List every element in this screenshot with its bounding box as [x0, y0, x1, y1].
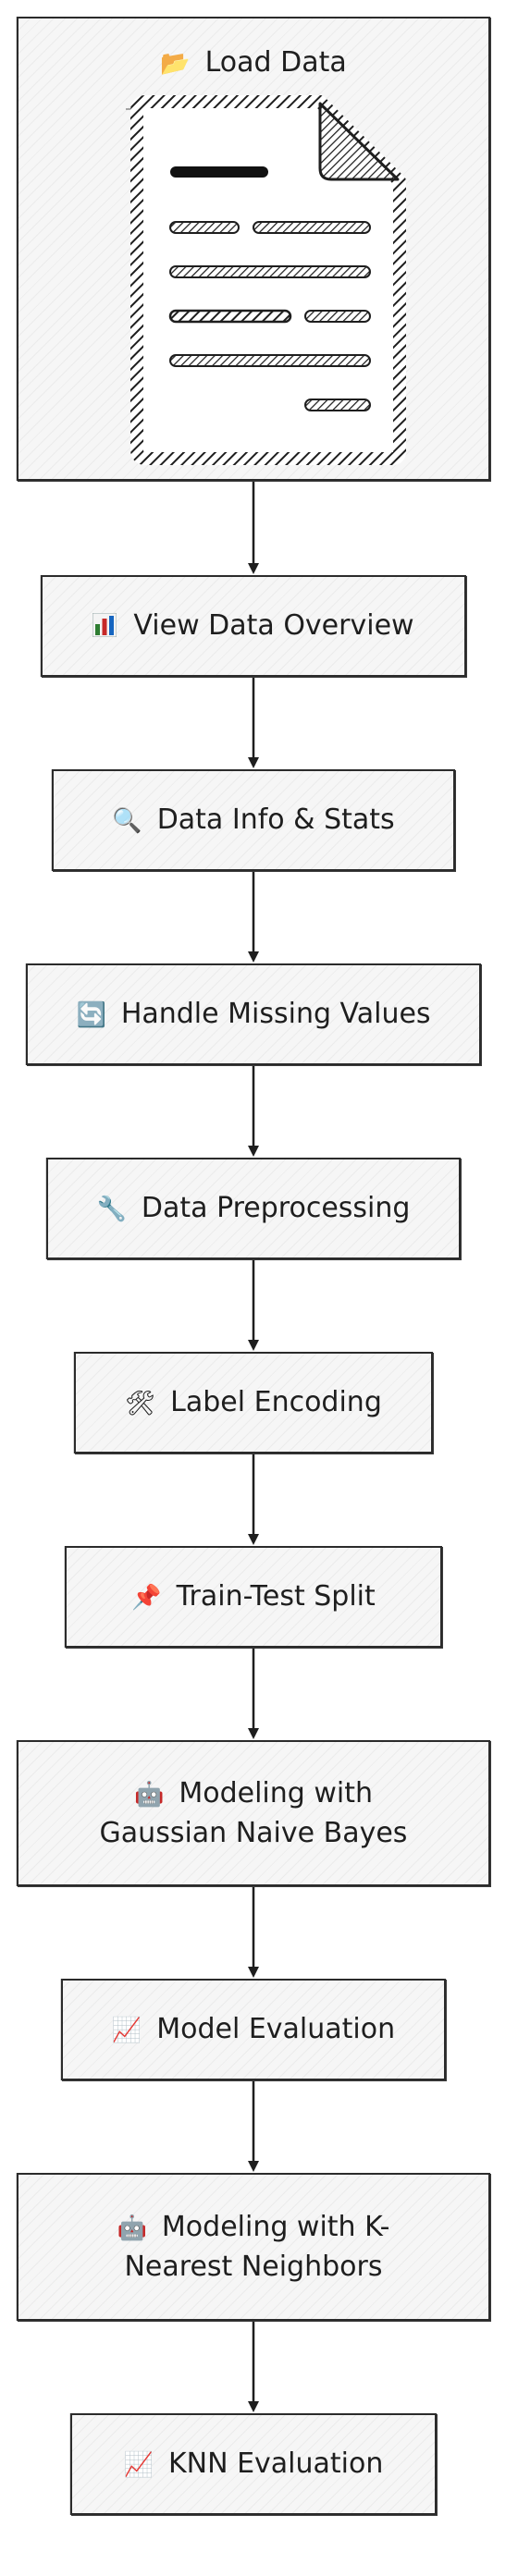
- folder-icon: 📂: [160, 50, 191, 78]
- step-modeling-knn: 🤖 Modeling with K- Nearest Neighbors: [17, 2173, 490, 2321]
- magnifier-icon: 🔍: [112, 807, 142, 836]
- step-label: Train-Test Split: [176, 1580, 376, 1613]
- step-label: Load Data: [204, 46, 347, 79]
- robot-icon: 🤖: [117, 2214, 147, 2242]
- tools-icon: 🛠: [125, 1390, 156, 1418]
- line-chart-icon: 📈: [123, 2451, 154, 2480]
- robot-icon: 🤖: [133, 1780, 165, 1809]
- step-label: KNN Evaluation: [167, 2447, 384, 2481]
- step-label-encoding: 🛠 Label Encoding: [74, 1352, 433, 1454]
- pin-icon: 📌: [131, 1584, 162, 1613]
- step-label: View Data Overview: [133, 609, 414, 643]
- step-label: Handle Missing Values: [120, 998, 431, 1031]
- step-data-preprocessing: 🔧 Data Preprocessing: [46, 1158, 461, 1259]
- step-train-test-split: 📌 Train-Test Split: [65, 1546, 442, 1648]
- step-label-line2: Gaussian Naive Bayes: [99, 1817, 408, 1849]
- step-label: Model Evaluation: [156, 2013, 396, 2046]
- refresh-icon: 🔄: [76, 1001, 106, 1030]
- step-modeling-gaussian-nb: 🤖 Modeling with Gaussian Naive Bayes: [17, 1740, 490, 1886]
- step-load-data: 📂 Load Data: [17, 17, 490, 481]
- step-view-data-overview: View Data Overview: [41, 575, 466, 677]
- step-label-line1: Modeling with K-: [161, 2210, 390, 2243]
- step-model-evaluation: 📈 Model Evaluation: [61, 1979, 446, 2080]
- step-label: Data Preprocessing: [141, 1192, 411, 1225]
- step-knn-evaluation: 📈 KNN Evaluation: [70, 2413, 437, 2515]
- step-label-line2: Nearest Neighbors: [124, 2251, 383, 2283]
- document-icon: [126, 95, 406, 465]
- step-label: Label Encoding: [170, 1386, 382, 1419]
- step-data-info-stats: 🔍 Data Info & Stats: [52, 769, 455, 871]
- line-chart-icon: 📈: [111, 2017, 142, 2045]
- step-label-row: 📂 Load Data: [18, 43, 488, 83]
- bar-chart-icon: [92, 613, 117, 638]
- step-label-line1: Modeling with: [179, 1776, 373, 1809]
- step-label: Data Info & Stats: [156, 803, 395, 837]
- step-handle-missing-values: 🔄 Handle Missing Values: [26, 963, 481, 1065]
- wrench-icon: 🔧: [96, 1196, 127, 1224]
